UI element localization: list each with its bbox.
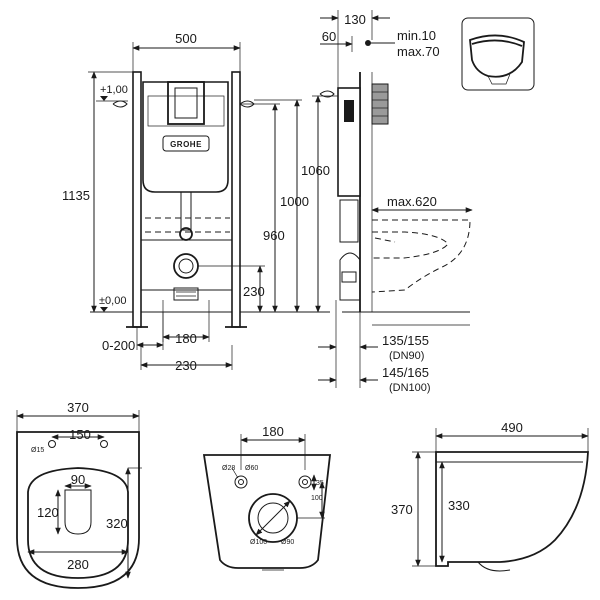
dim-label-90: 90 — [71, 472, 85, 487]
drain-outlet — [173, 253, 199, 279]
frame-post-right — [231, 71, 241, 328]
max-label: max.70 — [397, 44, 440, 59]
dim-label-370-seat: 370 — [67, 400, 89, 415]
side-drain-collar — [341, 271, 357, 283]
flush-opening — [167, 81, 205, 125]
dim-label-d100: Ø100 — [250, 539, 267, 546]
frame-post-left — [132, 71, 142, 328]
dim-label-1135: 1135 — [62, 188, 90, 203]
bolt-right — [298, 475, 312, 489]
level-marker-zero — [100, 307, 108, 312]
cistern-side — [337, 87, 361, 197]
seat-inner — [64, 489, 92, 535]
side-view: 1060 130 60 min.10 m — [301, 10, 473, 394]
seat-hole-right — [100, 440, 108, 448]
bowl-side-dashed — [371, 219, 471, 293]
cistern — [142, 81, 229, 193]
dim-label-d90: Ø90 — [281, 539, 294, 546]
dim-label-960: 960 — [263, 228, 285, 243]
frame-side — [339, 199, 359, 243]
dim-label-35: 35 — [316, 480, 324, 487]
dim-label-120: 120 — [37, 505, 59, 520]
dim-label-230-height: 230 — [243, 284, 265, 299]
drain-elbow — [173, 287, 199, 301]
dim-label-dn90: (DN90) — [389, 350, 424, 362]
thumbnail-base — [487, 73, 511, 85]
dim-label-60: 60 — [322, 29, 336, 44]
flush-panel-side — [371, 83, 389, 125]
thumbnail-seat — [471, 39, 523, 47]
side-inlet — [319, 90, 335, 98]
side-drain — [339, 252, 361, 301]
dim-label-180: 180 — [175, 331, 197, 346]
dim-label-145-165: 145/165 — [382, 365, 429, 380]
dim-label-d28: Ø28 — [222, 465, 235, 472]
dim-label-1000: 1000 — [280, 194, 309, 209]
dim-label-330: 330 — [448, 498, 470, 513]
dim-label-135-155: 135/155 — [382, 333, 429, 348]
dim-label-dn100: (DN100) — [389, 382, 431, 394]
dim-label-0-200: 0-200 — [102, 338, 135, 353]
profile-foot — [477, 561, 511, 572]
brand-logo: GROHE — [170, 140, 202, 149]
dim-label-100-back: 100 — [311, 495, 323, 502]
level-label-plus: +1,00 — [100, 84, 128, 96]
seat-outline — [16, 431, 140, 589]
dim-label-280: 280 — [67, 557, 89, 572]
dim-label-490: 490 — [501, 420, 523, 435]
dim-label-1060: 1060 — [301, 163, 330, 178]
thumbnail-bowl — [469, 34, 525, 78]
dim-label-620: max.620 — [387, 194, 437, 209]
dim-label-500: 500 — [175, 31, 197, 46]
inlet-left — [112, 100, 128, 108]
cistern-side-valve — [344, 100, 354, 122]
profile-outline — [435, 451, 589, 567]
product-thumbnail — [461, 17, 535, 91]
back-outline — [202, 454, 332, 569]
flush-inner — [174, 87, 198, 119]
back-view: 180 Ø28 Ø60 35 Ø100 Ø90 100 — [202, 424, 332, 571]
level-marker-top — [100, 96, 108, 101]
dim-label-370-profile: 370 — [391, 502, 413, 517]
cistern-top — [147, 95, 225, 127]
dim-label-d60: Ø60 — [245, 465, 258, 472]
dim-label-150: 150 — [69, 427, 91, 442]
seat-hole-left — [48, 440, 56, 448]
front-view: GROHE 500 1135 +1,00 ±0,00 — [62, 31, 330, 373]
dim-label-320-seat: 320 — [106, 516, 128, 531]
flush-connector — [179, 227, 193, 241]
brand-badge — [162, 135, 210, 152]
drain-outlet-inner — [178, 258, 194, 274]
dim-label-d15: Ø15 — [31, 447, 44, 454]
seat-top-view: 370 150 Ø15 90 120 320 280 — [16, 400, 142, 589]
dim-line-outlet-diameter — [255, 500, 291, 536]
bowl-side-lip — [374, 237, 396, 243]
level-label-zero: ±0,00 — [99, 295, 126, 307]
min-label: min.10 — [397, 28, 436, 43]
thumbnail-frame — [461, 17, 535, 91]
min-max-dot — [365, 40, 371, 46]
dim-label-130: 130 — [344, 12, 366, 27]
bowl-side-inner — [372, 231, 449, 259]
bolt-left — [234, 475, 248, 489]
dim-label-230-width: 230 — [175, 358, 197, 373]
dim-label-180-back: 180 — [262, 424, 284, 439]
profile-view: 490 370 330 — [391, 420, 589, 572]
flush-pipe — [180, 191, 192, 231]
